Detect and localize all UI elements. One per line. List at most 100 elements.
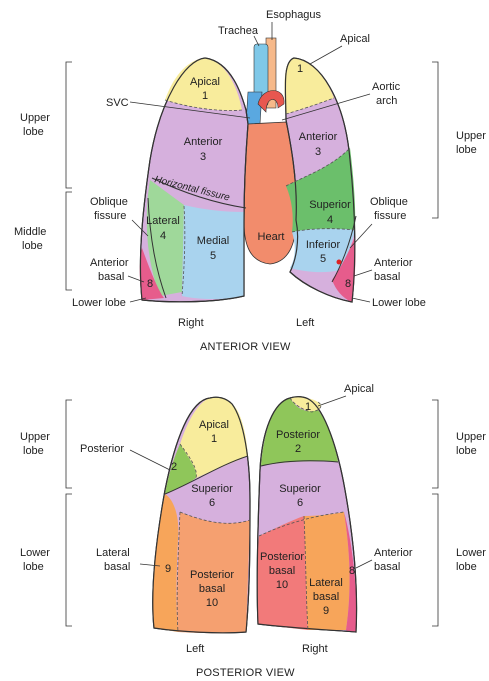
- pr-lateral-basal-num: 9: [323, 605, 329, 617]
- pr-posterior-num: 2: [295, 443, 301, 455]
- ant-side-right: Right: [178, 317, 204, 329]
- ant-lower-lobe-l: Lower lobe: [72, 297, 126, 309]
- ant-oblique-fissure-r2: fissure: [374, 210, 406, 222]
- ra-medial-name: Medial: [197, 235, 229, 247]
- post-right-upper-lobe-1: Upper: [456, 431, 486, 443]
- pr-posterior-name: Posterior: [276, 429, 320, 441]
- pl-posterior-basal-num: 10: [206, 597, 218, 609]
- ant-left-middle-bracket: [66, 192, 72, 290]
- post-apical-label: Apical: [344, 383, 374, 395]
- anterior-view-title: ANTERIOR VIEW: [200, 341, 291, 353]
- la-inferior-num: 5: [320, 253, 326, 265]
- ra-basal-num: 8: [147, 278, 153, 290]
- ant-oblique-fissure-l2: fissure: [94, 210, 126, 222]
- post-side-left: Left: [186, 643, 204, 655]
- la-anterior-num: 3: [315, 146, 321, 158]
- post-right-lower-bracket: [432, 494, 438, 626]
- post-anterior-basal-l1: Anterior: [374, 547, 413, 559]
- ant-left-upper-bracket: [66, 62, 72, 188]
- pr-apical-num: 1: [305, 401, 311, 413]
- post-right-lower-lobe-2: lobe: [456, 561, 477, 573]
- pr-posterior-basal-num: 10: [276, 579, 288, 591]
- pr-lateral-basal-l1: Lateral: [309, 577, 343, 589]
- la-inferior-name: Inferior: [306, 239, 341, 251]
- ant-basal-leader-r: [354, 270, 372, 276]
- ant-apical-leader-r: [310, 46, 342, 64]
- ant-anterior-basal-l1: Anterior: [90, 257, 129, 269]
- pr-superior-num: 6: [297, 497, 303, 509]
- post-left-lower-bracket: [66, 494, 72, 626]
- post-side-right: Right: [302, 643, 328, 655]
- ra-medial-num: 5: [210, 250, 216, 262]
- ant-apical-label-r: Apical: [340, 33, 370, 45]
- ant-right-upper-lobe-1: Upper: [456, 130, 486, 142]
- pr-superior-name: Superior: [279, 483, 321, 495]
- la-apical-num: 1: [297, 63, 303, 75]
- esophagus-label: Esophagus: [266, 9, 322, 21]
- ra-lateral-num: 4: [160, 230, 166, 242]
- heart-label: Heart: [258, 231, 285, 243]
- red-dot: [337, 260, 342, 265]
- ant-side-left: Left: [296, 317, 314, 329]
- post-right-upper-bracket: [432, 400, 438, 488]
- post-right-lower-lobe-1: Lower: [456, 547, 486, 559]
- pl-posterior-num: 2: [171, 461, 177, 473]
- post-left-upper-lobe-1: Upper: [20, 431, 50, 443]
- post-right-upper-lobe-2: lobe: [456, 445, 477, 457]
- svc-label: SVC: [106, 97, 129, 109]
- la-basal-num: 8: [345, 278, 351, 290]
- pr-posterior-basal-l1: Posterior: [260, 551, 304, 563]
- post-anterior-basal-leader: [356, 560, 372, 568]
- post-left-upper-bracket: [66, 400, 72, 488]
- ant-anterior-basal-l2: basal: [98, 271, 124, 283]
- ant-right-upper-bracket: [432, 62, 438, 218]
- ra-apical-num: 1: [202, 90, 208, 102]
- pl-posterior-basal-l2: basal: [199, 583, 225, 595]
- ant-oblique-fissure-r1: Oblique: [370, 196, 408, 208]
- la-superior-num: 4: [327, 214, 333, 226]
- post-apical-leader: [318, 396, 346, 406]
- ra-anterior-num: 3: [200, 151, 206, 163]
- post-anterior-basal-l2: basal: [374, 561, 400, 573]
- pl-lateral-basal-num: 9: [165, 563, 171, 575]
- ant-left-upper-lobe-1: Upper: [20, 112, 50, 124]
- ant-lower-leader-r: [352, 298, 370, 302]
- ant-left-middle-lobe-2: lobe: [22, 240, 43, 252]
- ra-anterior-name: Anterior: [184, 136, 223, 148]
- ant-anterior-basal-r2: basal: [374, 271, 400, 283]
- anterior-view: Apical 1 Anterior 3 Lateral 4 Medial 5 8…: [14, 9, 486, 353]
- pr-lateral-basal-l2: basal: [313, 591, 339, 603]
- pr-anterior-basal-num: 8: [349, 565, 355, 577]
- svc-shape: [246, 92, 262, 124]
- ant-left-upper-lobe-2: lobe: [23, 126, 44, 138]
- anterior-left-lung: [284, 58, 356, 302]
- aortic-arch-l1: Aortic: [372, 81, 401, 93]
- posterior-view: Apical 1 2 Superior 6 9 Posterior basal …: [20, 383, 486, 679]
- post-left-upper-lobe-2: lobe: [23, 445, 44, 457]
- post-lateral-basal-l1: Lateral: [96, 547, 130, 559]
- pl-apical-name: Apical: [199, 419, 229, 431]
- post-posterior-leader: [130, 450, 170, 470]
- pl-apical-num: 1: [211, 433, 217, 445]
- post-lateral-basal-l2: basal: [104, 561, 130, 573]
- post-left-lower-lobe-2: lobe: [23, 561, 44, 573]
- ant-lower-lobe-r: Lower lobe: [372, 297, 426, 309]
- ant-right-upper-lobe-2: lobe: [456, 144, 477, 156]
- ant-left-middle-lobe-1: Middle: [14, 226, 46, 238]
- trachea-label: Trachea: [218, 25, 259, 37]
- pl-superior-num: 6: [209, 497, 215, 509]
- la-anterior-name: Anterior: [299, 131, 338, 143]
- posterior-view-title: POSTERIOR VIEW: [196, 667, 295, 679]
- post-posterior-label: Posterior: [80, 443, 124, 455]
- ant-anterior-basal-r1: Anterior: [374, 257, 413, 269]
- ant-oblique-fissure-l1: Oblique: [90, 196, 128, 208]
- pr-posterior-basal-l2: basal: [269, 565, 295, 577]
- ra-apical-name: Apical: [190, 76, 220, 88]
- pl-superior-name: Superior: [191, 483, 233, 495]
- aortic-arch-l2: arch: [376, 95, 397, 107]
- pl-posterior-basal-l1: Posterior: [190, 569, 234, 581]
- posterior-left-lung: [153, 397, 250, 633]
- la-superior-name: Superior: [309, 199, 351, 211]
- post-left-lower-lobe-1: Lower: [20, 547, 50, 559]
